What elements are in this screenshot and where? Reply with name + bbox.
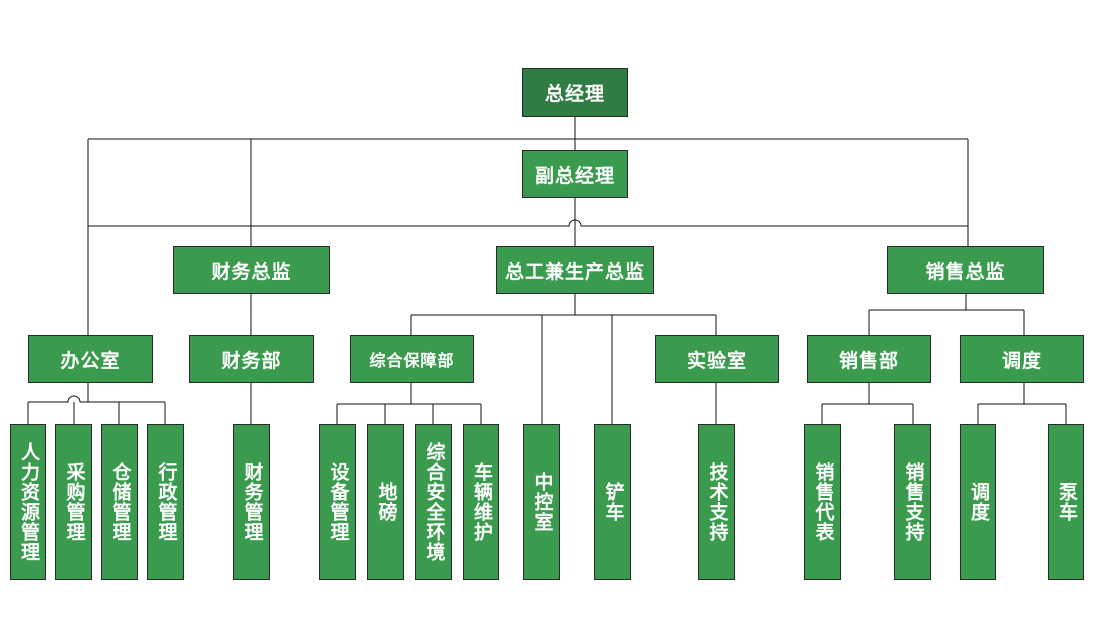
dispatch-unit-box: 调度 <box>960 424 996 580</box>
sales-dept-box: 销售部 <box>807 335 931 383</box>
vehicle-box: 车辆维护 <box>463 424 499 580</box>
admin-label: 行政管理 <box>155 462 178 542</box>
deputy-manager-box: 副总经理 <box>522 150 628 198</box>
finance-dept-box: 财务部 <box>189 335 314 383</box>
control-room-box: 中控室 <box>523 424 560 580</box>
office-box: 办公室 <box>28 335 153 383</box>
dispatch-unit-label: 调度 <box>967 482 990 522</box>
admin-box: 行政管理 <box>147 424 184 580</box>
warehouse-label: 仓储管理 <box>109 462 132 542</box>
control-room-label: 中控室 <box>531 472 554 532</box>
tech-support-label: 技术支持 <box>706 462 729 542</box>
lab-box: 实验室 <box>655 335 779 383</box>
general-manager-box: 总经理 <box>522 68 628 117</box>
chief-engineer-box: 总工兼生产总监 <box>496 246 654 294</box>
chief-engineer-label: 总工兼生产总监 <box>504 260 645 283</box>
pump-truck-box: 泵车 <box>1048 424 1084 580</box>
finance-mgmt-box: 财务管理 <box>233 424 270 580</box>
sales-rep-label: 销售代表 <box>812 462 835 542</box>
sales-support-box: 销售支持 <box>894 424 931 580</box>
sales-dept-label: 销售部 <box>838 349 899 372</box>
deputy-manager-label: 副总经理 <box>534 164 615 187</box>
hr-label: 人力资源管理 <box>17 442 40 562</box>
safety-env-box: 综合安全环境 <box>415 424 452 580</box>
office-label: 办公室 <box>60 349 121 372</box>
equipment-box: 设备管理 <box>319 424 356 580</box>
sales-director-box: 销售总监 <box>887 246 1044 294</box>
finance-dept-label: 财务部 <box>221 349 282 372</box>
weighbridge-label: 地磅 <box>375 482 398 522</box>
vehicle-label: 车辆维护 <box>470 462 493 542</box>
safety-env-label: 综合安全环境 <box>423 442 446 562</box>
sales-rep-box: 销售代表 <box>804 424 841 580</box>
sales-director-label: 销售总监 <box>925 260 1006 283</box>
lab-label: 实验室 <box>686 349 747 372</box>
support-dept-label: 综合保障部 <box>369 351 455 370</box>
pump-truck-label: 泵车 <box>1055 482 1078 522</box>
equipment-label: 设备管理 <box>327 462 350 542</box>
dispatch-box: 调度 <box>960 335 1084 383</box>
general-manager-label: 总经理 <box>544 83 605 105</box>
warehouse-box: 仓储管理 <box>101 424 138 580</box>
loader-box: 铲车 <box>594 424 631 580</box>
dispatch-label: 调度 <box>1001 349 1042 372</box>
procurement-box: 采购管理 <box>55 424 92 580</box>
finance-director-label: 财务总监 <box>211 260 292 283</box>
hr-box: 人力资源管理 <box>10 424 46 580</box>
tech-support-box: 技术支持 <box>698 424 735 580</box>
procurement-label: 采购管理 <box>63 462 86 542</box>
support-dept-box: 综合保障部 <box>350 335 474 383</box>
finance-mgmt-label: 财务管理 <box>241 462 264 542</box>
loader-label: 铲车 <box>602 482 625 522</box>
finance-director-box: 财务总监 <box>173 246 330 294</box>
weighbridge-box: 地磅 <box>367 424 404 580</box>
sales-support-label: 销售支持 <box>902 462 925 542</box>
